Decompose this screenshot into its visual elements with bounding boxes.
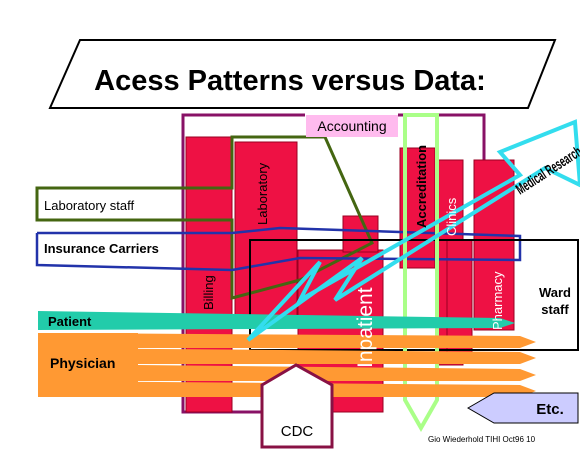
inpatient-top-block <box>342 215 379 253</box>
laboratory-staff-label: Laboratory staff <box>44 198 134 213</box>
medical-research-label: Medical Research <box>513 143 580 198</box>
inpatient-label: Inpatient <box>354 287 377 368</box>
footer-credit: Gio Wiederhold TIHI Oct96 10 <box>428 435 536 444</box>
insurance-carriers-outline <box>35 226 522 272</box>
etc-arrow <box>466 392 579 424</box>
accounting-box <box>306 115 398 137</box>
physician-arrow-2 <box>38 348 536 364</box>
title-banner <box>48 39 557 109</box>
page-title: Acess Patterns versus Data: <box>94 65 486 97</box>
physician-block <box>38 333 138 397</box>
laboratory-staff-outline <box>35 135 374 300</box>
physician-label: Physician <box>50 355 115 371</box>
cdc-outline <box>260 363 334 449</box>
accreditation-label: Accreditation <box>414 145 429 228</box>
ward-staff-outline <box>249 239 579 351</box>
ward-staff-label-line2: staff <box>541 302 569 317</box>
etc-label: Etc. <box>536 401 564 418</box>
clinics-label: Clinics <box>444 197 459 236</box>
cdc-label: CDC <box>281 423 314 440</box>
pharmacy-label: Pharmacy <box>490 271 505 330</box>
medical-research-arrow <box>246 119 580 342</box>
physician-arrow-1 <box>38 333 536 348</box>
insurance-carriers-label: Insurance Carriers <box>44 241 159 256</box>
ward-staff-label-line1: Ward <box>539 285 571 300</box>
patient-label: Patient <box>48 314 92 329</box>
accounting-label: Accounting <box>317 118 386 134</box>
billing-label: Billing <box>201 275 216 310</box>
laboratory-label: Laboratory <box>255 162 270 225</box>
